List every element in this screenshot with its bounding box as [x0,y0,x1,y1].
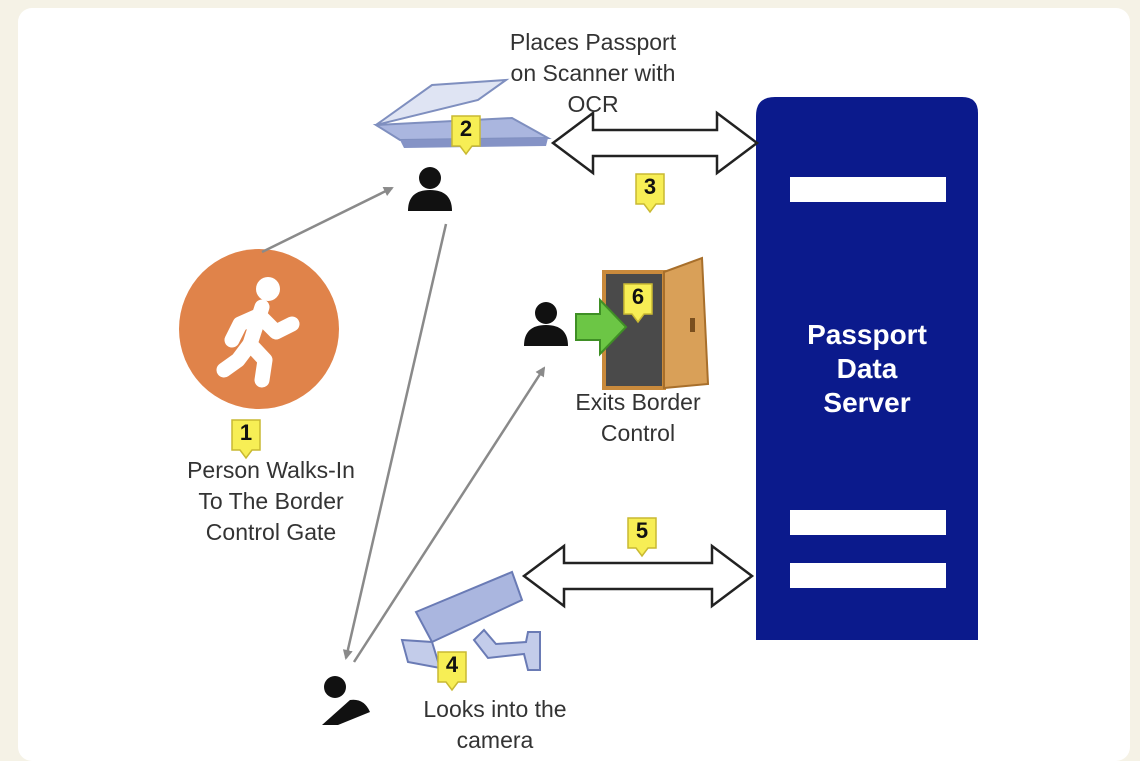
step6-label: Exits Border Control [575,389,701,446]
step-badge-4-label: 4 [445,652,459,677]
step-badge-6-label: 6 [631,284,645,309]
arrow-camera-to-exit [352,366,546,663]
step-badge-5: 5 [626,516,658,558]
arrow-scanner-to-camera [342,223,448,660]
person-icon [524,302,568,346]
walking-person-icon [179,249,339,409]
step-badge-5-label: 5 [635,518,649,543]
passport-data-server [756,97,978,640]
person-icon [322,676,370,725]
double-arrow-camera-server [521,543,755,609]
green-arrow-icon [575,297,628,357]
step2-label: Places Passport on Scanner with OCR [509,29,677,117]
step4-label: Looks into the camera [423,696,567,753]
step1-label: Person Walks-In To The Border Control Ga… [187,457,355,545]
step-badge-4: 4 [436,650,468,692]
step-badge-1-label: 1 [239,420,253,445]
arrow-walk-to-scanner [261,186,394,254]
step-badge-6: 6 [622,282,654,324]
step-badge-1: 1 [230,418,262,460]
server-title: Passport Data Server [807,319,927,418]
step-badge-2-label: 2 [459,116,473,141]
step-badge-3-label: 3 [643,174,657,199]
cctv-camera-icon [400,570,541,671]
person-icon [408,167,452,211]
double-arrow-scanner-server [550,110,760,176]
server-slot-top [790,177,946,202]
flow-arrows [261,186,546,663]
server-slot-middle [790,510,946,535]
step-badge-2: 2 [450,114,482,156]
server-slot-bottom [790,563,946,588]
step-badge-3: 3 [634,172,666,214]
